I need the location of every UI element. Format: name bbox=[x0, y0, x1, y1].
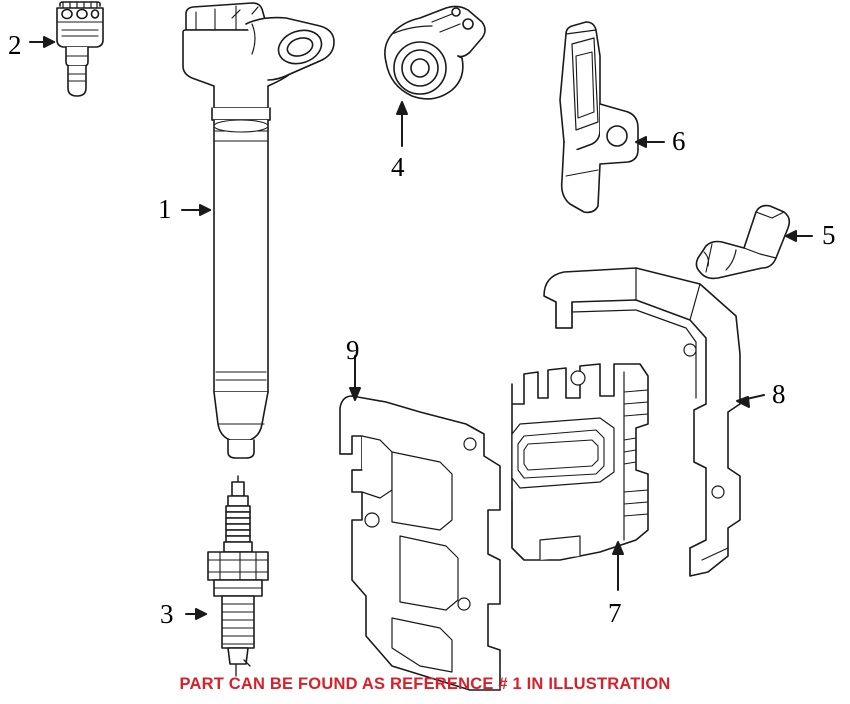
callout-number-8[interactable]: 8 bbox=[772, 379, 786, 409]
callout-number-9[interactable]: 9 bbox=[346, 335, 360, 365]
callout-number-7[interactable]: 7 bbox=[608, 598, 622, 628]
part-spark-plug bbox=[207, 475, 269, 677]
reference-note: PART CAN BE FOUND AS REFERENCE # 1 IN IL… bbox=[179, 675, 671, 693]
part-ecm-bracket-right bbox=[543, 267, 741, 577]
callout-number-2[interactable]: 2 bbox=[8, 30, 22, 60]
part-engine-control-module bbox=[511, 363, 649, 561]
part-knock-sensor bbox=[695, 204, 791, 280]
part-coil-connector bbox=[56, 1, 104, 97]
callout-leader-lines bbox=[29, 36, 813, 620]
callout-number-6[interactable]: 6 bbox=[672, 126, 686, 156]
part-ecm-bracket-left bbox=[339, 395, 501, 691]
callout-number-4[interactable]: 4 bbox=[391, 152, 405, 182]
part-belt-tensioner bbox=[384, 5, 486, 100]
part-camshaft-position-sensor bbox=[559, 21, 639, 214]
part-ignition-coil bbox=[182, 2, 335, 459]
callout-number-5[interactable]: 5 bbox=[822, 220, 836, 250]
callout-number-1[interactable]: 1 bbox=[158, 194, 172, 224]
callout-number-3[interactable]: 3 bbox=[160, 599, 174, 629]
